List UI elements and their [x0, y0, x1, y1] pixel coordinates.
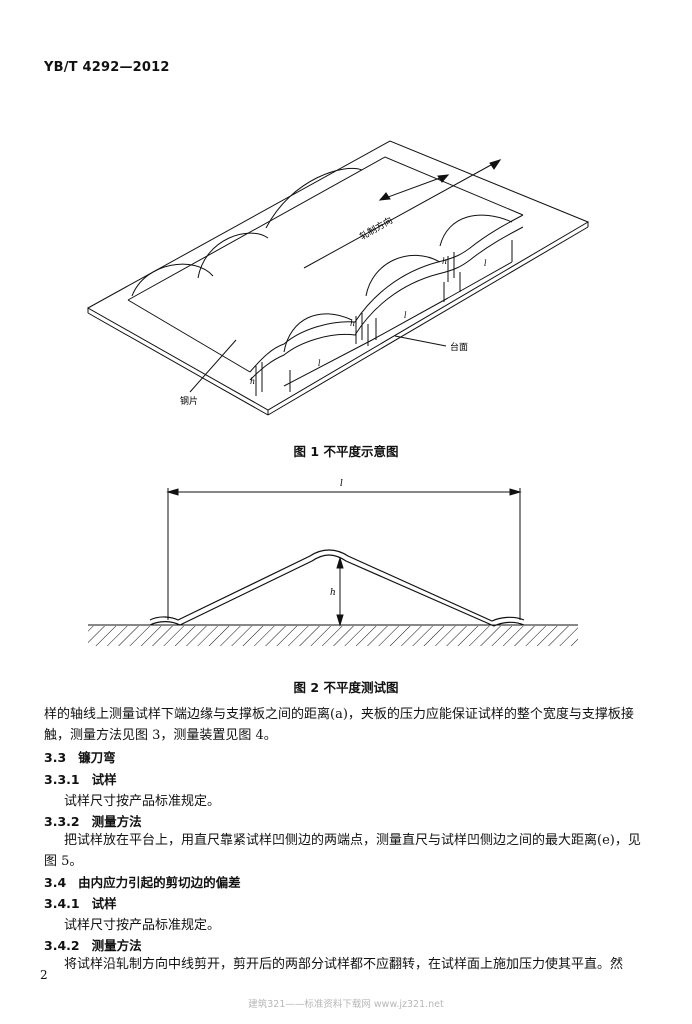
- section-number: 3.3.1: [44, 772, 80, 787]
- section-3-3-2-text: 把试样放在平台上，用直尺靠紧试样凹侧边的两端点，测量直尺与试样凹侧边之间的最大距…: [44, 833, 641, 869]
- page-number: 2: [40, 968, 48, 982]
- section-title: 试样: [91, 772, 117, 787]
- section-3-3-heading: 3.3 镰刀弯: [44, 747, 116, 766]
- section-number: 3.3.2: [44, 814, 80, 829]
- h-label-1: h: [250, 377, 255, 386]
- section-3-3-1-heading: 3.3.1 试样: [44, 769, 117, 788]
- steel-sheet-label: 钢片: [180, 395, 198, 407]
- section-3-4-heading: 3.4 由内应力引起的剪切边的偏差: [44, 872, 241, 891]
- figure2-measurement-diagram: l h: [88, 479, 578, 646]
- section-number: 3.4: [44, 875, 67, 890]
- section-title: 由内应力引起的剪切边的偏差: [78, 875, 241, 890]
- section-number: 3.4.1: [44, 896, 80, 911]
- section-3-3-1-text: 试样尺寸按产品标准规定。: [64, 794, 221, 809]
- section-title: 镰刀弯: [78, 750, 116, 765]
- section-3-4-1-heading: 3.4.1 试样: [44, 893, 117, 912]
- section-3-4-2-heading: 3.4.2 测量方法: [44, 935, 142, 954]
- h-label-3: h: [442, 257, 447, 266]
- standard-code: YB/T 4292—2012: [44, 60, 170, 75]
- watermark-footer: 建筑321——标准资料下载网 www.jz321.net: [248, 999, 444, 1010]
- section-title: 测量方法: [91, 938, 142, 953]
- section-number: 3.3: [44, 750, 67, 765]
- figure1-caption: 图 1 不平度示意图: [293, 444, 399, 459]
- h-label-2: h: [350, 319, 355, 328]
- rolling-direction-label: 轧制方向: [358, 214, 395, 242]
- section-3-4-2-text: 将试样沿轧制方向中线剪开，剪开后的两部分试样都不应翻转，在试样面上施加压力使其平…: [64, 957, 624, 972]
- continued-paragraph: 样的轴线上测量试样下端边缘与支撑板之间的距离(a)，夹板的压力应能保证试样的整个…: [44, 707, 634, 743]
- section-3-4-1-text: 试样尺寸按产品标准规定。: [64, 918, 221, 933]
- figure1-flatness-schematic: 轧制方向 台面 钢片 h h h l l l: [86, 140, 590, 416]
- section-3-3-2-heading: 3.3.2 测量方法: [44, 811, 142, 830]
- l-label-2: l: [404, 311, 407, 320]
- figure2-caption: 图 2 不平度测试图: [293, 680, 399, 695]
- section-title: 测量方法: [91, 814, 142, 829]
- fig2-l-label: l: [340, 479, 343, 489]
- platform-label: 台面: [450, 341, 468, 353]
- fig2-h-label: h: [330, 588, 336, 598]
- l-label-1: l: [318, 359, 321, 368]
- l-label-3: l: [484, 259, 487, 268]
- section-number: 3.4.2: [44, 938, 80, 953]
- section-title: 试样: [91, 896, 117, 911]
